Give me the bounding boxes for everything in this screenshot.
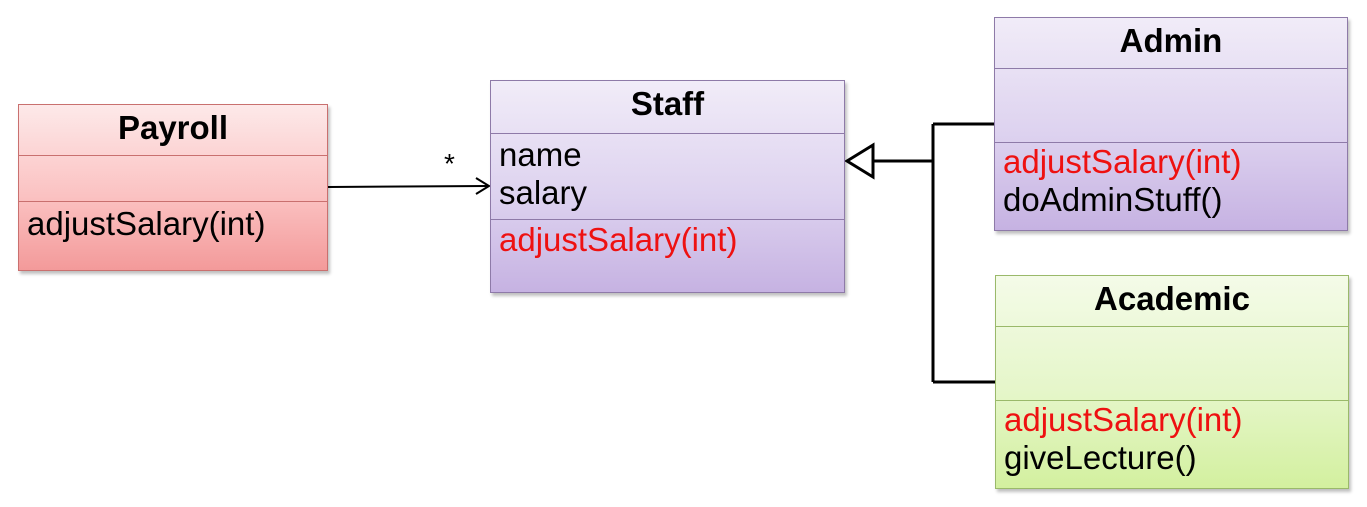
- payroll-attributes-compartment: [19, 155, 327, 201]
- association-multiplicity: *: [444, 148, 455, 179]
- class-name: Admin: [1119, 22, 1223, 59]
- class-name: Payroll: [117, 109, 229, 146]
- admin-name-compartment: Admin: [995, 18, 1347, 68]
- method: adjustSalary(int): [27, 205, 266, 242]
- method: adjustSalary(int): [499, 221, 738, 258]
- class-staff: Staff name salary adjustSalary(int): [490, 80, 845, 293]
- method: adjustSalary(int): [1004, 401, 1243, 438]
- method: doAdminStuff(): [1003, 181, 1223, 218]
- method: giveLecture(): [1004, 439, 1197, 476]
- academic-name-compartment: Academic: [996, 276, 1348, 326]
- staff-name-compartment: Staff: [491, 81, 844, 133]
- class-name: Staff: [630, 85, 705, 122]
- payroll-methods-compartment: adjustSalary(int): [19, 201, 327, 270]
- class-payroll: Payroll adjustSalary(int): [18, 104, 328, 271]
- association-line: [327, 185, 489, 188]
- payroll-name-compartment: Payroll: [19, 105, 327, 155]
- class-academic: Academic adjustSalary(int) giveLecture(): [995, 275, 1349, 489]
- attribute: salary: [499, 174, 588, 211]
- method: adjustSalary(int): [1003, 143, 1242, 180]
- staff-attributes-compartment: name salary: [491, 133, 844, 219]
- inheritance-arrowhead: [844, 142, 875, 180]
- class-admin: Admin adjustSalary(int) doAdminStuff(): [994, 17, 1348, 231]
- academic-attributes-compartment: [996, 326, 1348, 400]
- admin-methods-compartment: adjustSalary(int) doAdminStuff(): [995, 142, 1347, 230]
- class-name: Academic: [1094, 280, 1250, 317]
- staff-methods-compartment: adjustSalary(int): [491, 219, 844, 292]
- attribute: name: [499, 136, 582, 173]
- admin-attributes-compartment: [995, 68, 1347, 142]
- association-arrowhead: [475, 177, 491, 195]
- academic-methods-compartment: adjustSalary(int) giveLecture(): [996, 400, 1348, 488]
